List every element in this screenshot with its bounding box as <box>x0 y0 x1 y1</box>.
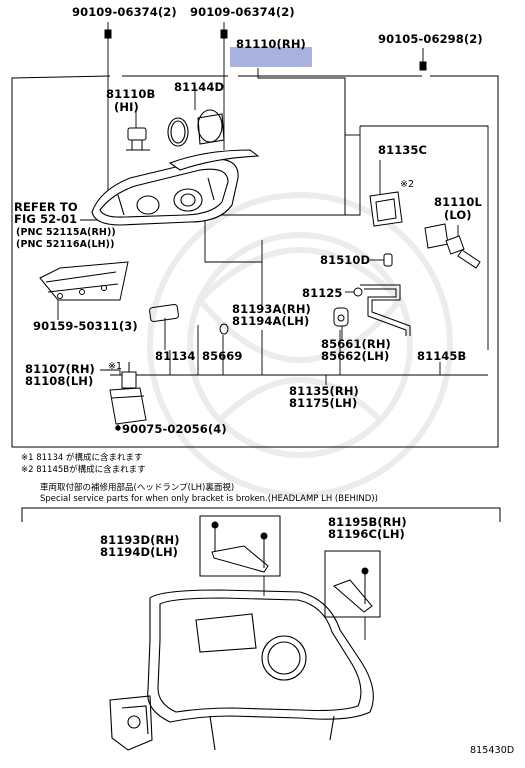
label-81193a: 81193A(RH) <box>232 302 311 316</box>
label-81195b: 81195B(RH) <box>328 515 407 529</box>
wire-harness-icon <box>353 284 411 336</box>
bracket-81195b-icon <box>333 567 373 613</box>
highlight-81110 <box>230 47 312 67</box>
label-81110l-sub: (LO) <box>444 208 472 222</box>
label-81196c: 81196C(LH) <box>328 527 405 541</box>
refer-line-3: (PNC 52115A(RH)) <box>16 227 116 238</box>
label-81135c: 81135C <box>378 143 428 157</box>
top-bolts-icon <box>104 29 427 71</box>
label-81144d: 81144D <box>174 80 225 94</box>
label-81108: 81108(LH) <box>25 374 94 388</box>
service-heading-jp: 車両取付部の補修用部品(ヘッドランプ(LH)裏面視) <box>40 483 235 493</box>
footnote-1: ※1 81134 が構成に含まれます <box>21 453 143 463</box>
label-81510d: 81510D <box>320 253 371 267</box>
label-81110[interactable]: 81110(RH) <box>236 37 306 51</box>
label-81145b: 81145B <box>417 349 467 363</box>
leveling-motor-icon <box>333 307 349 327</box>
diagram-id: 815430D <box>470 745 515 756</box>
fog-lamp-81107-icon <box>109 362 147 425</box>
service-heading-en: Special service parts for when only brac… <box>40 494 378 504</box>
footnote-2: ※2 81145Bが構成に含まれます <box>21 465 146 475</box>
headlamp-assembly <box>91 149 260 226</box>
bulb-lo-icon <box>424 223 481 269</box>
headlamp-rear-view <box>109 589 374 751</box>
label-81135c-note: ※2 <box>400 179 415 190</box>
refer-line-1: REFER TO <box>14 200 78 214</box>
label-90109-b: 90109-06374(2) <box>190 5 295 19</box>
seal-ring-icon <box>167 109 225 147</box>
label-81107-note: ※1 <box>108 361 123 372</box>
label-81194a: 81194A(LH) <box>232 314 310 328</box>
label-81194d: 81194D(LH) <box>100 545 179 559</box>
label-81125: 81125 <box>302 286 343 300</box>
label-81175: 81175(LH) <box>289 396 358 410</box>
main-frame <box>11 75 499 448</box>
label-85662: 85662(LH) <box>321 349 390 363</box>
refer-line-4: (PNC 52116A(LH)) <box>16 239 115 250</box>
bolt-90075-icon <box>115 425 121 431</box>
label-85669: 85669 <box>202 349 243 363</box>
gasket-81134-icon <box>149 304 179 322</box>
label-90075: 90075-02056(4) <box>122 422 227 436</box>
label-81110b-sub: (HI) <box>114 100 139 114</box>
label-81110l: 81110L <box>434 195 482 209</box>
refer-line-2: FIG 52-01 <box>14 212 78 226</box>
socket-81510d-icon <box>383 253 393 267</box>
label-90159: 90159-50311(3) <box>33 319 138 333</box>
service-frame <box>21 507 501 618</box>
label-90105: 90105-06298(2) <box>378 32 483 46</box>
label-81107: 81107(RH) <box>25 362 95 376</box>
label-81134: 81134 <box>155 349 196 363</box>
label-81135: 81135(RH) <box>289 384 359 398</box>
leader-lines <box>57 22 489 428</box>
label-81110b: 81110B <box>106 87 156 101</box>
label-81193d: 81193D(RH) <box>100 533 180 547</box>
watermark-seal <box>147 192 453 498</box>
bulb-hi-icon <box>126 127 150 151</box>
service-leaders <box>263 576 366 640</box>
label-85661: 85661(RH) <box>321 337 391 351</box>
bracket-81135c-icon <box>369 191 403 227</box>
mounting-bracket-icon <box>39 261 129 301</box>
label-90109-a: 90109-06374(2) <box>72 5 177 19</box>
o-ring-85669-icon <box>219 323 229 335</box>
bracket-81193d-icon <box>211 521 269 573</box>
